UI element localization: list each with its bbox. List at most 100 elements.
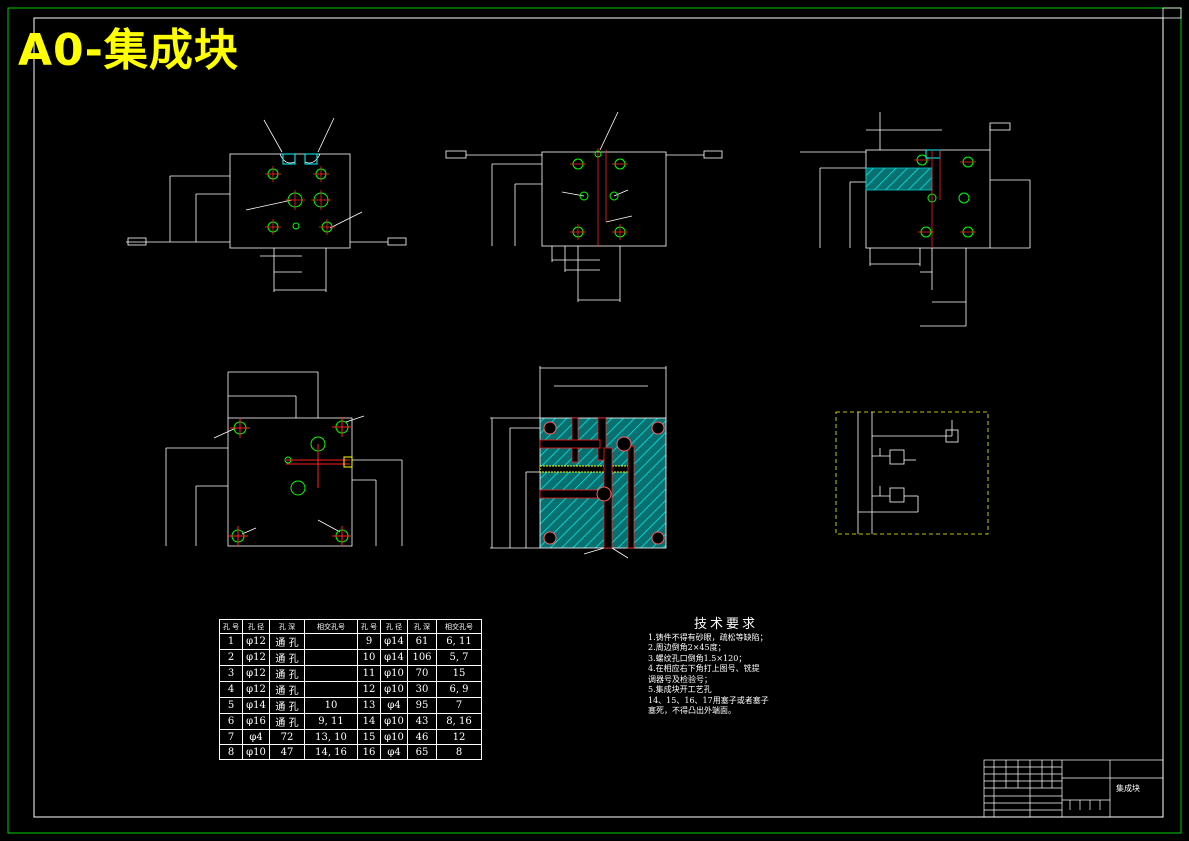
header-intersect: 相交孔号 — [304, 619, 358, 634]
cell: 12 — [436, 729, 482, 745]
view-bottom — [165, 371, 403, 547]
requirement-line: 5.集成块开工艺孔 — [648, 685, 712, 694]
cell: 2 — [219, 649, 243, 666]
header-diameter-2: 孔 径 — [380, 619, 408, 634]
header-depth-2: 孔 深 — [407, 619, 437, 634]
cell: 通 孔 — [269, 697, 305, 714]
cell: φ4 — [242, 729, 270, 745]
view-side-holes — [916, 149, 974, 238]
cell: 14 — [357, 713, 381, 730]
cell: 8, 16 — [436, 713, 482, 730]
cell: 通 孔 — [269, 713, 305, 730]
requirement-line: 塞死，不得凸出外端面。 — [648, 706, 736, 715]
cell: 95 — [407, 697, 437, 714]
cell: φ14 — [380, 649, 408, 666]
cell: φ4 — [380, 697, 408, 714]
header-depth: 孔 深 — [269, 619, 305, 634]
view-front-holes — [267, 153, 333, 233]
cell: 3 — [219, 665, 243, 682]
cell: 12 — [357, 681, 381, 698]
cell: 15 — [436, 665, 482, 682]
cell: 6, 9 — [436, 681, 482, 698]
cell: 15 — [357, 729, 381, 745]
cell: 6, 11 — [436, 633, 482, 650]
header-diameter: 孔 径 — [242, 619, 270, 634]
cell: φ10 — [380, 729, 408, 745]
cell: 10 — [357, 649, 381, 666]
requirement-line: 3.螺纹孔口倒角1.5×120； — [648, 653, 747, 663]
cell: φ12 — [242, 681, 270, 698]
cell: 14, 16 — [304, 744, 358, 760]
cell: φ10 — [380, 665, 408, 682]
cell: 65 — [407, 744, 437, 760]
cell — [304, 665, 358, 682]
cell: 4 — [219, 681, 243, 698]
cell: 13 — [357, 697, 381, 714]
view-side — [800, 112, 1031, 327]
cell: 通 孔 — [269, 665, 305, 682]
view-bottom-holes — [231, 420, 349, 543]
cell: 6 — [219, 713, 243, 730]
cell: 13, 10 — [304, 729, 358, 745]
cell: 9, 11 — [304, 713, 358, 730]
outer-border — [7, 7, 1182, 834]
view-bottom-passages — [228, 417, 352, 546]
cell: φ4 — [380, 744, 408, 760]
cell: 16 — [357, 744, 381, 760]
requirement-line: 4.在相应右下角打上图号、铣提 — [648, 664, 760, 673]
cell — [304, 681, 358, 698]
inner-border — [33, 17, 1164, 818]
cell: 8 — [436, 744, 482, 760]
view-top-centerlines — [570, 148, 628, 246]
cell: 72 — [269, 729, 305, 745]
cell — [304, 649, 358, 666]
view-section — [490, 366, 667, 559]
header-intersect-2: 相交孔号 — [436, 619, 482, 634]
cell: 8 — [219, 744, 243, 760]
cell: 11 — [357, 665, 381, 682]
hole-table-header: 孔 号 孔 径 孔 深 相交孔号 孔 号 孔 径 孔 深 相交孔号 — [219, 619, 482, 634]
cell: 106 — [407, 649, 437, 666]
cell: 5, 7 — [436, 649, 482, 666]
drawing-title: A0-集成块 — [18, 25, 239, 76]
view-side-hatch — [865, 167, 933, 191]
cell: 30 — [407, 681, 437, 698]
header-hole-no-2: 孔 号 — [357, 619, 381, 634]
cell: φ10 — [380, 681, 408, 698]
view-front-centerlines — [265, 166, 335, 235]
cell: 43 — [407, 713, 437, 730]
cell: φ12 — [242, 633, 270, 650]
title-block-part-name: 集成块 — [1116, 784, 1140, 793]
view-bottom-plug — [343, 456, 353, 468]
technical-requirements-title: 技术要求 — [694, 617, 759, 632]
view-top — [445, 111, 723, 302]
cell: φ10 — [380, 713, 408, 730]
cell: 46 — [407, 729, 437, 745]
requirement-line: 14、15、16、17用塞子或者塞子 — [648, 695, 769, 705]
hydraulic-schematic — [835, 411, 989, 535]
cell: φ10 — [242, 744, 270, 760]
view-front — [126, 117, 407, 292]
cell: 7 — [436, 697, 482, 714]
cell: 5 — [219, 697, 243, 714]
requirement-line: 调器号及检验号； — [648, 674, 712, 684]
cell: 通 孔 — [269, 681, 305, 698]
cell: 61 — [407, 633, 437, 650]
cell: φ12 — [242, 665, 270, 682]
requirement-line: 1.铸件不得有砂眼，疏松等缺陷； — [648, 632, 768, 642]
cell: 1 — [219, 633, 243, 650]
cell: 10 — [304, 697, 358, 714]
title-block — [983, 759, 1164, 818]
cell: 通 孔 — [269, 633, 305, 650]
cell: φ14 — [380, 633, 408, 650]
cell: φ14 — [242, 697, 270, 714]
cell: 9 — [357, 633, 381, 650]
